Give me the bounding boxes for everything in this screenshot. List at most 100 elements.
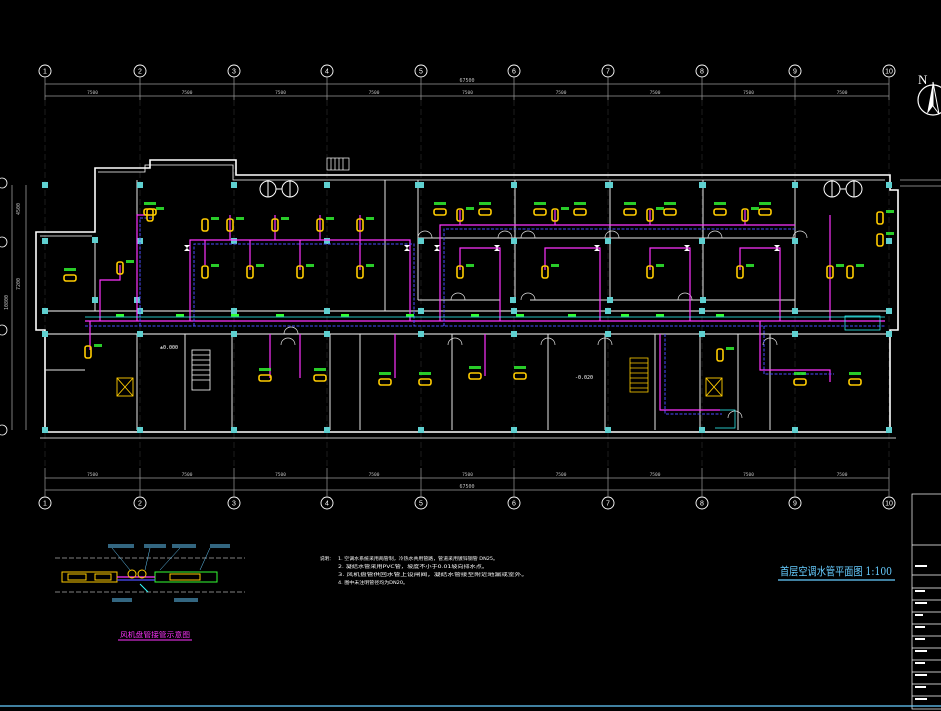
structural-columns	[42, 182, 892, 433]
fcu-unit	[246, 265, 254, 279]
fcu-tag	[259, 368, 271, 371]
bay-dimension: 7500	[650, 90, 661, 96]
bay-dimension: 7500	[837, 90, 848, 96]
pipe-size-tag	[116, 314, 124, 317]
bay-dimension: 7500	[743, 472, 754, 478]
door-swing	[520, 230, 529, 239]
column	[92, 237, 98, 243]
bay-dimension: 7500	[556, 90, 567, 96]
column	[510, 297, 516, 303]
top-total-dimension: 67500	[459, 78, 474, 84]
door-swing	[734, 410, 743, 419]
column	[137, 238, 143, 244]
fcu-tag	[469, 366, 481, 369]
axis-label-10: 10	[885, 69, 893, 76]
fcu-tag	[759, 202, 771, 205]
column	[699, 331, 705, 337]
fcu-tag	[479, 202, 491, 205]
fcu-tag	[856, 264, 864, 267]
pipe-size-tag	[341, 314, 349, 317]
grid-lines	[44, 100, 890, 468]
fcu-unit	[201, 218, 209, 232]
condensate-pipes	[85, 315, 885, 429]
fcu-unit	[513, 372, 527, 380]
title-block	[911, 493, 941, 710]
bottom-total-dimension: 67500	[459, 484, 474, 490]
axis-label-7: 7	[606, 69, 610, 76]
fcu-unit	[876, 211, 884, 225]
left-row-bubbles	[0, 177, 8, 436]
valve	[434, 245, 440, 251]
axis-label-4: 4	[325, 501, 329, 508]
column	[607, 182, 613, 188]
door-swing	[762, 337, 771, 346]
elevator-left	[116, 377, 134, 397]
pipe-size-tag	[621, 314, 629, 317]
column	[324, 182, 330, 188]
fcu-unit	[793, 378, 807, 386]
fcu-tag	[366, 217, 374, 220]
fcu-unit	[876, 233, 884, 247]
axis-label-10: 10	[885, 501, 893, 508]
column	[792, 308, 798, 314]
valve	[494, 245, 500, 251]
column	[231, 238, 237, 244]
column	[511, 427, 517, 433]
valve	[404, 245, 410, 251]
fcu-tag	[514, 366, 526, 369]
column	[231, 331, 237, 337]
fcu-tag	[379, 372, 391, 375]
bay-dimension: 7500	[275, 472, 286, 478]
door-swing	[450, 292, 459, 301]
fcu-unit	[541, 265, 549, 279]
fcu-tag	[714, 202, 726, 205]
bay-dimension: 7500	[556, 472, 567, 478]
fcu-tag	[126, 260, 134, 263]
column	[605, 427, 611, 433]
column	[42, 427, 48, 433]
fcu-tag	[624, 202, 636, 205]
column	[324, 427, 330, 433]
valve	[184, 245, 190, 251]
fcu-tag	[211, 217, 219, 220]
column	[324, 331, 330, 337]
axis-label-8: 8	[700, 501, 704, 508]
axis-label-1: 1	[43, 501, 47, 508]
fcu-tag	[849, 372, 861, 375]
door-swing	[504, 230, 513, 239]
column	[92, 297, 98, 303]
fcu-tag	[656, 264, 664, 267]
door-swing	[677, 292, 686, 301]
supply-pipes	[85, 210, 885, 411]
north-label: N	[918, 72, 928, 87]
door-swing	[547, 337, 556, 346]
fcu-tag	[466, 207, 474, 210]
north-arrow	[917, 81, 941, 116]
column	[699, 308, 705, 314]
column	[418, 427, 424, 433]
fcu-unit	[63, 274, 77, 282]
fcu-unit	[356, 218, 364, 232]
fcu-unit	[378, 378, 392, 386]
fcu-unit	[663, 208, 677, 216]
door-swing	[604, 230, 613, 239]
axis-label-3: 3	[232, 501, 236, 508]
notes-line-2: 2. 凝结水管采用PVC管，坡度不小于0.01坡向排水点。	[338, 563, 488, 570]
column	[418, 308, 424, 314]
pipe-size-tag	[406, 314, 414, 317]
fcu-unit	[313, 374, 327, 382]
pipe-size-tag	[656, 314, 664, 317]
door-swing	[792, 230, 801, 239]
pipe-size-tag	[568, 314, 576, 317]
door-swing	[597, 337, 606, 346]
valve	[774, 245, 780, 251]
column	[511, 182, 517, 188]
notes-heading: 说明：	[320, 555, 334, 562]
column	[886, 331, 892, 337]
fcu-tag	[366, 264, 374, 267]
door-swing	[447, 337, 456, 346]
column	[231, 308, 237, 314]
fcu-tag	[726, 347, 734, 350]
